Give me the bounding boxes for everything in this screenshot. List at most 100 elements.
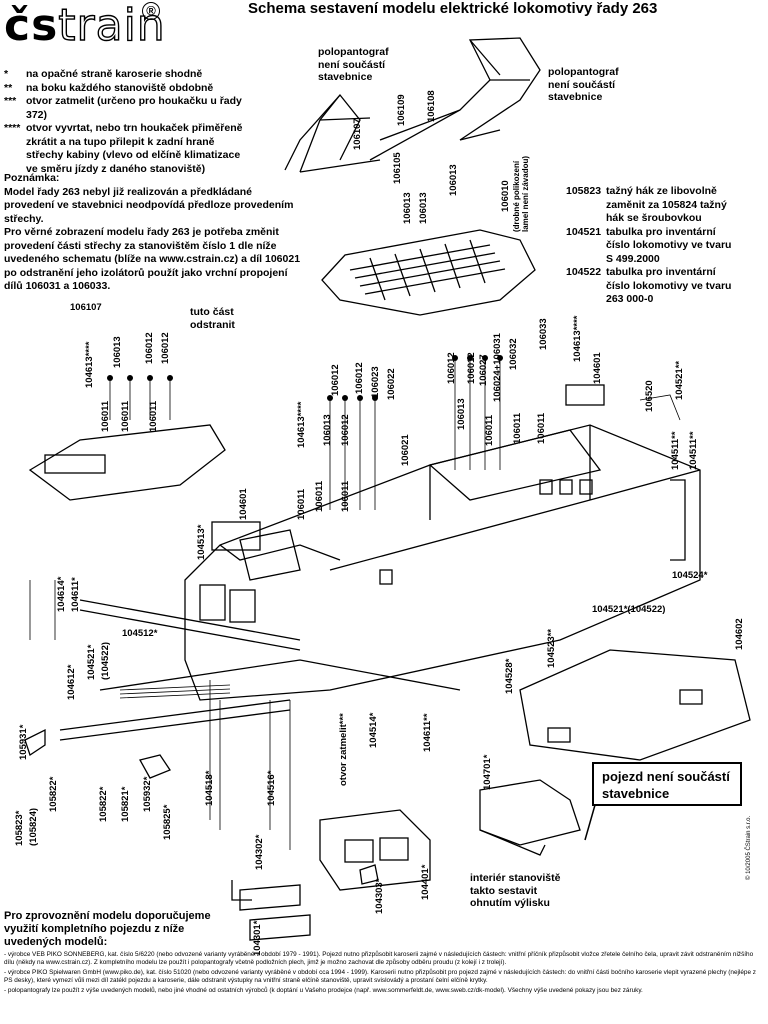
callout-remove-part: tuto část odstranit xyxy=(190,306,235,331)
part-label: 106013 xyxy=(402,192,413,224)
part-label: 104521*(104522) xyxy=(592,604,666,615)
part-label: 106012 xyxy=(330,364,341,396)
part-label: 106012 xyxy=(446,352,457,384)
part-label: 104524* xyxy=(672,570,708,581)
part-label: 104516* xyxy=(266,770,277,806)
part-label: 104611** xyxy=(422,713,433,752)
right-pantograph xyxy=(369,37,541,161)
part-label: 106107 xyxy=(352,118,363,150)
part-label: 106023 xyxy=(370,366,381,398)
note-paragraph-1: Model řady 263 nebyl již realizován a př… xyxy=(4,185,294,225)
part-label: 106013 xyxy=(456,398,467,430)
legend-row: **na boku každého stanoviště obdobně xyxy=(4,81,214,94)
part-label: 106024+106031 xyxy=(492,333,503,402)
part-label: 105823* xyxy=(14,810,25,846)
part-label: (105824) xyxy=(28,807,39,846)
part-label: 106013 xyxy=(112,336,123,368)
part-label: 104523** xyxy=(546,628,557,668)
copyright: © 10/2005 ČStrain s.r.o. xyxy=(746,815,752,880)
part-label: 105825* xyxy=(162,804,173,840)
part-label: 104401* xyxy=(420,864,431,900)
underframe-right xyxy=(519,649,751,761)
part-label: 105822* xyxy=(98,786,109,822)
part-label: 104614* xyxy=(56,576,67,612)
part-label: 106011 xyxy=(484,414,495,446)
part-label: 105821* xyxy=(120,786,131,822)
part-label: 106013 xyxy=(322,414,333,446)
note-heading: Poznámka: xyxy=(4,172,60,184)
part-label: 104611* xyxy=(70,577,81,612)
legend-row: *na opačné straně karoserie shodně xyxy=(4,68,203,80)
part-label: otvor zatmelit*** xyxy=(338,713,349,786)
part-label: 104528* xyxy=(504,658,515,694)
part-label: 104514* xyxy=(368,712,379,748)
bogie-part xyxy=(479,779,581,846)
footer-line: - polopantografy lze použít z výše uvede… xyxy=(4,987,643,994)
note-block: Poznámka: Model řady 263 nebyl již reali… xyxy=(4,172,304,294)
callout-interior: interiér stanoviště takto sestavit ohnut… xyxy=(470,872,561,909)
part-label: 104612* xyxy=(66,664,77,700)
part-label: 104602 xyxy=(734,618,745,650)
legend-row: ***otvor zatmelit (určeno pro houkačku u… xyxy=(4,95,242,121)
note-paragraph-2: Pro věrné zobrazení modelu řady 263 je p… xyxy=(4,226,301,292)
part-label: 104601 xyxy=(238,488,249,520)
part-label: 106011 xyxy=(120,400,131,432)
cab-window xyxy=(199,584,226,621)
cab-roof-left xyxy=(28,424,226,501)
part-label: 106109 xyxy=(396,94,407,126)
part-label: 106011 xyxy=(100,400,111,432)
part-label: 106021 xyxy=(400,434,411,466)
part-label: 106108 xyxy=(426,90,437,122)
legend-row: ****otvor vyvrtat, nebo trn houkaček při… xyxy=(4,122,243,175)
roof-hatch xyxy=(44,454,106,474)
part-label: 106013 xyxy=(448,164,459,196)
part-note: (drobné polikození lamel není závadou) xyxy=(512,155,530,232)
part-label: 106012 xyxy=(340,414,351,446)
part-label: 104701* xyxy=(482,754,493,790)
roof-block-104601b xyxy=(565,384,605,406)
cab-window xyxy=(229,589,256,623)
part-label: 104613**** xyxy=(296,401,307,449)
part-label: 106027 xyxy=(478,354,489,386)
roof-resistor-section xyxy=(321,229,536,316)
footer-line: - výrobce PIKO Spielwaren GmbH (www.piko… xyxy=(4,969,757,984)
part-label: 104521** xyxy=(674,360,685,400)
part-label: 106012 xyxy=(160,332,171,364)
footer-notes: Pro zprovoznění modelu doporučujeme využ… xyxy=(4,910,764,995)
part-label: 106011 xyxy=(340,480,351,512)
part-label: 105931* xyxy=(18,724,29,760)
part-label: 106520 xyxy=(644,380,655,412)
part-label: 104513* xyxy=(196,524,207,560)
callout-pantograph-left: polopantograf není součástí stavebnice xyxy=(318,46,389,83)
part-label: 104512* xyxy=(122,628,158,639)
part-label: 106033 xyxy=(538,318,549,350)
part-label: 104521* xyxy=(86,644,97,680)
part-label: 104518* xyxy=(204,770,215,806)
part-label: 106022 xyxy=(386,368,397,400)
part-label: 106011 xyxy=(314,480,325,512)
footer-line: - výrobce VEB PIKO SONNEBERG, kat. číslo… xyxy=(4,951,754,966)
part-label: (104522) xyxy=(100,641,111,680)
part-label: 106032 xyxy=(508,338,519,370)
registered-mark: ® xyxy=(142,2,160,20)
part-label: 106105 xyxy=(392,152,403,184)
part-label: 106012 xyxy=(354,362,365,394)
part-label: 105822* xyxy=(48,776,59,812)
part-label: 104601 xyxy=(592,352,603,384)
part-label: 104613**** xyxy=(84,341,95,389)
symbol-legend: *na opačné straně karoserie shodně **na … xyxy=(4,68,254,176)
part-label: 105932* xyxy=(142,776,153,812)
part-label: 106011 xyxy=(296,488,307,520)
cab-interior xyxy=(319,809,431,891)
cab-roof-window xyxy=(239,529,301,581)
part-label: 104511** xyxy=(670,431,681,470)
part-label: 104303* xyxy=(374,878,385,914)
brand-cs: čs xyxy=(4,0,59,51)
part-label: 106107 xyxy=(70,302,102,313)
locomotive-body xyxy=(184,424,701,701)
part-label: 106011 xyxy=(536,412,547,444)
